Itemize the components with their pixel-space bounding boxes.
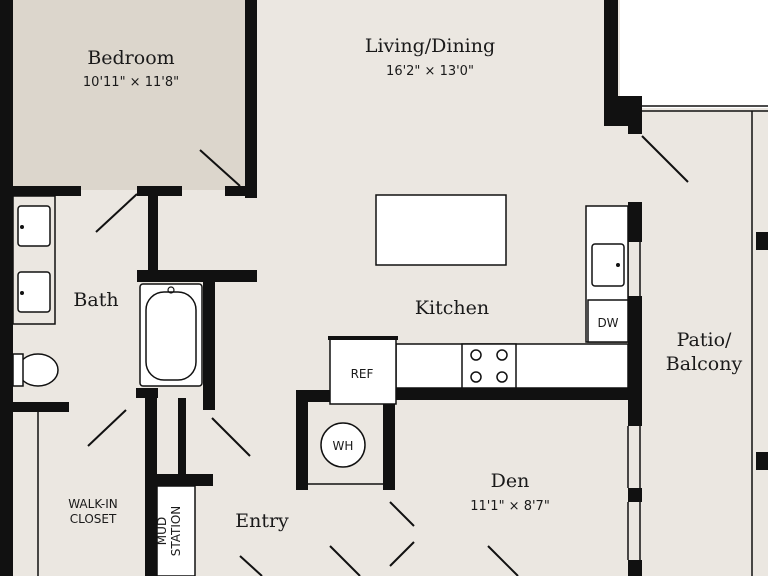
mud-label-line1: MUD [155,517,169,545]
kitchen-counter-wall [383,388,640,400]
wh-closet-left-wall [296,390,308,490]
patio-post-1 [756,232,768,250]
faucet [20,291,24,295]
mud-door [211,417,251,457]
door-swings [87,135,689,576]
burner [470,349,482,361]
burner [496,371,508,383]
mud-label-line2: STATION [169,506,183,557]
patio-post-2 [756,452,768,470]
patio-label-line1: Patio/ [677,329,732,351]
bath-bottom-wall [13,402,69,412]
kitchen-label: Kitchen [415,297,489,319]
entry-door-2 [389,541,415,567]
toilet-bowl [17,353,59,387]
bedroom-label: Bedroom [87,47,174,69]
mud-station [156,485,196,576]
bath-label: Bath [73,289,118,311]
den-label: Den [491,470,530,492]
closet-door [87,409,127,447]
bedroom-bottom-wall-right [137,186,182,196]
living-right-jamb [628,96,642,134]
wh-door [389,501,415,527]
bath-right-wall [148,186,158,278]
wh-closet-right-wall [383,390,395,490]
vanity-sink [17,205,51,247]
living-dining-label: Living/Dining [365,35,495,57]
living-right-wall [604,0,618,104]
dishwasher [587,299,629,343]
bath-door [95,193,138,233]
entry-door-1 [329,545,361,576]
refrigerator-top-edge [328,336,398,340]
ref-label: REF [351,367,374,381]
left-outer-wall [0,0,13,576]
kitchen-right-wall-upper [628,202,642,242]
vanity-counter [12,195,56,325]
dw-label: DW [597,316,618,330]
closet-label-line1: WALK-IN [68,497,118,511]
bedroom-floor [13,0,251,190]
closet-label-line2: CLOSET [70,512,117,526]
kitchen-faucet [616,263,620,267]
entry-door-3 [239,555,263,576]
bedroom-dims: 10'11" × 11'8" [83,75,179,90]
kitchen-right-wall-lower [628,296,642,426]
bedroom-door [199,149,241,187]
bathtub-basin [145,291,197,381]
den-door [487,545,519,576]
patio-label-line2: Balcony [666,353,743,375]
den-dims: 11'1" × 8'7" [470,499,550,514]
living-dining-dims: 16'2" × 13'0" [386,64,474,79]
kitchen-island [375,194,507,266]
toilet-tank [12,353,24,387]
patio-floor [640,108,768,576]
entry-label: Entry [235,510,289,532]
bedroom-bottom-wall-left [13,186,81,196]
mud-left-wall [145,474,213,486]
kitchen-sink [591,243,625,287]
den-right-wall [628,488,642,502]
mud-right-wall [178,398,186,476]
tub-top-wall [137,270,257,282]
den-right-wall-bottom [628,560,642,576]
burner [496,349,508,361]
burner [470,371,482,383]
wh-label: WH [333,439,354,453]
vanity-sink [17,271,51,313]
exterior-top-right [620,0,768,104]
bedroom-right-wall [245,0,257,198]
bedroom-bottom-wall-stub [225,186,257,196]
tub-right-wall [203,270,215,410]
cooktop [461,343,517,389]
faucet [20,225,24,229]
living-door [641,135,689,183]
tub-drain [167,286,175,294]
water-heater [320,422,366,468]
